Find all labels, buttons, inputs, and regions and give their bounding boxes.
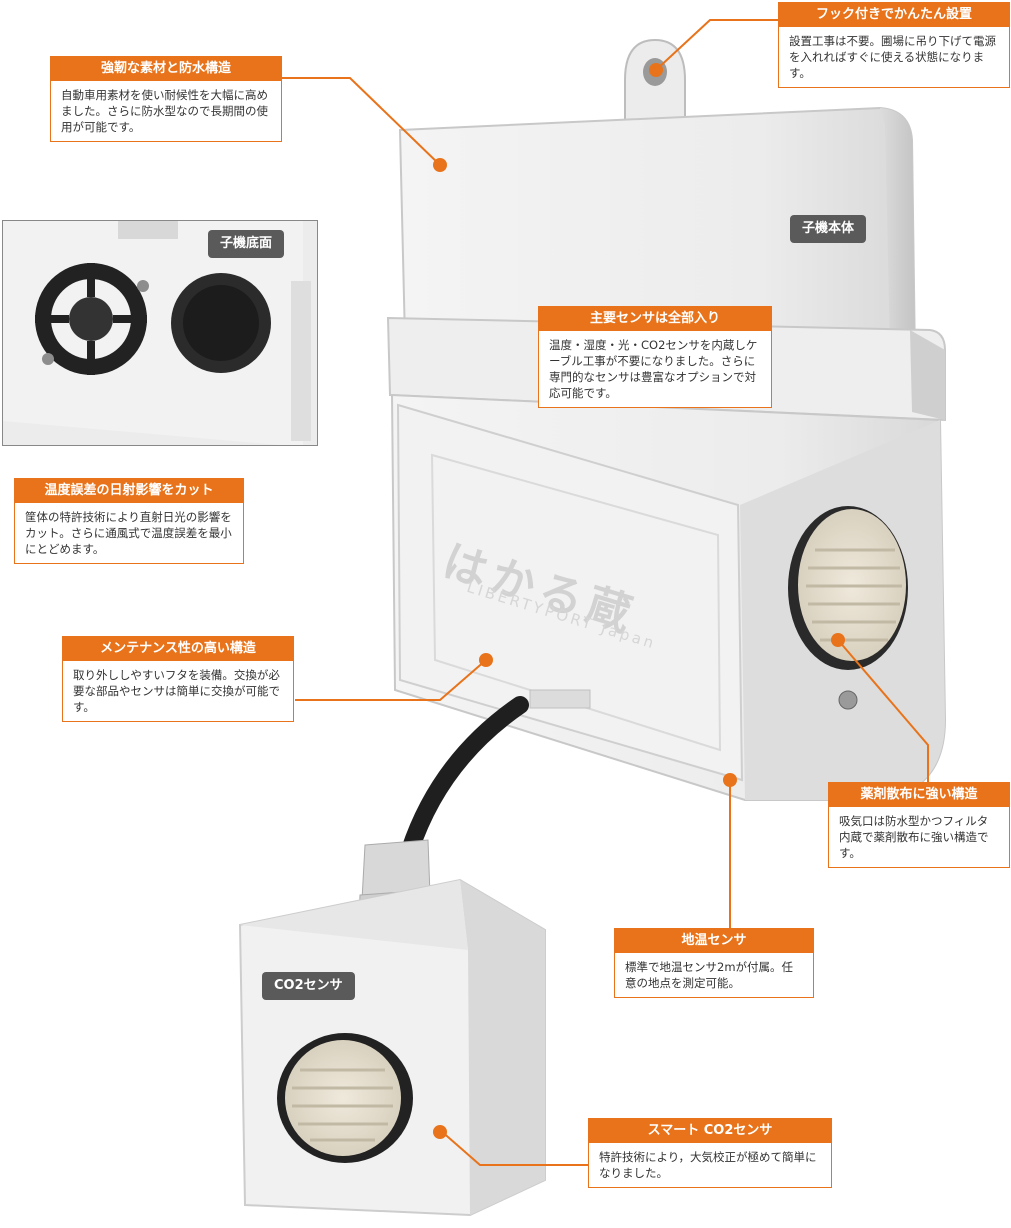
bottom-view-illustration bbox=[3, 221, 317, 445]
main-unit-body bbox=[390, 393, 947, 801]
callout-maintenance: メンテナンス性の高い構造 取り外ししやすいフタを装備。交換が必要な部品やセンサは… bbox=[62, 636, 294, 722]
co2-sensor-box bbox=[238, 878, 546, 1217]
callout-hook-text: 設置工事は不要。圃場に吊り下げて電源を入れればすぐに使える状態になります。 bbox=[789, 34, 996, 80]
callout-co2: スマート CO2センサ 特許技術により，大気校正が極めて簡単になりました。 bbox=[588, 1118, 832, 1188]
tag-main-unit: 子機本体 bbox=[790, 215, 867, 243]
callout-material: 強靭な素材と防水構造 自動車用素材を使い耐候性を大幅に高めました。さらに防水型な… bbox=[50, 56, 282, 142]
tag-bottom: 子機底面 bbox=[208, 230, 285, 258]
callout-co2-title: スマート CO2センサ bbox=[589, 1119, 831, 1143]
callout-sensors: 主要センサは全部入り 温度・湿度・光・CO2センサを内蔵しケーブル工事が不要にな… bbox=[538, 306, 772, 408]
callout-chemical-text: 吸気口は防水型かつフィルタ内蔵で薬剤散布に強い構造です。 bbox=[839, 814, 989, 860]
main-unit-top bbox=[398, 106, 917, 362]
callout-maintenance-title: メンテナンス性の高い構造 bbox=[63, 637, 293, 661]
callout-material-title: 強靭な素材と防水構造 bbox=[51, 57, 281, 81]
callout-soil: 地温センサ 標準で地温センサ2mが付属。任意の地点を測定可能。 bbox=[614, 928, 814, 998]
callout-soil-text: 標準で地温センサ2mが付属。任意の地点を測定可能。 bbox=[625, 960, 794, 990]
callout-chemical: 薬剤散布に強い構造 吸気口は防水型かつフィルタ内蔵で薬剤散布に強い構造です。 bbox=[828, 782, 1010, 868]
callout-hook: フック付きでかんたん設置 設置工事は不要。圃場に吊り下げて電源を入れればすぐに使… bbox=[778, 2, 1010, 88]
callout-hook-title: フック付きでかんたん設置 bbox=[779, 3, 1009, 27]
callout-material-text: 自動車用素材を使い耐候性を大幅に高めました。さらに防水型なので長期間の使用が可能… bbox=[61, 88, 268, 134]
sensor-cable bbox=[401, 696, 529, 859]
callout-maintenance-text: 取り外ししやすいフタを装備。交換が必要な部品やセンサは簡単に交換が可能です。 bbox=[73, 668, 280, 714]
leader-lines bbox=[97, 19, 929, 1166]
callout-chemical-title: 薬剤散布に強い構造 bbox=[829, 783, 1009, 807]
hook bbox=[624, 38, 686, 126]
callout-solar: 温度誤差の日射影響をカット 筐体の特許技術により直射日光の影響をカット。さらに通… bbox=[14, 478, 244, 564]
callout-solar-title: 温度誤差の日射影響をカット bbox=[15, 479, 243, 503]
tag-co2-sensor: CO2センサ bbox=[262, 972, 355, 1000]
side-vent bbox=[788, 506, 908, 710]
callout-sensors-text: 温度・湿度・光・CO2センサを内蔵しケーブル工事が不要になりました。さらに専門的… bbox=[549, 338, 758, 400]
callout-co2-text: 特許技術により，大気校正が極めて簡単になりました。 bbox=[599, 1150, 817, 1180]
callout-sensors-title: 主要センサは全部入り bbox=[539, 307, 771, 331]
leader-dots bbox=[138, 63, 845, 1139]
bottom-view-inset bbox=[2, 220, 318, 446]
callout-solar-text: 筐体の特許技術により直射日光の影響をカット。さらに通風式で温度誤差を最小にとどめ… bbox=[25, 510, 232, 556]
callout-soil-title: 地温センサ bbox=[615, 929, 813, 953]
